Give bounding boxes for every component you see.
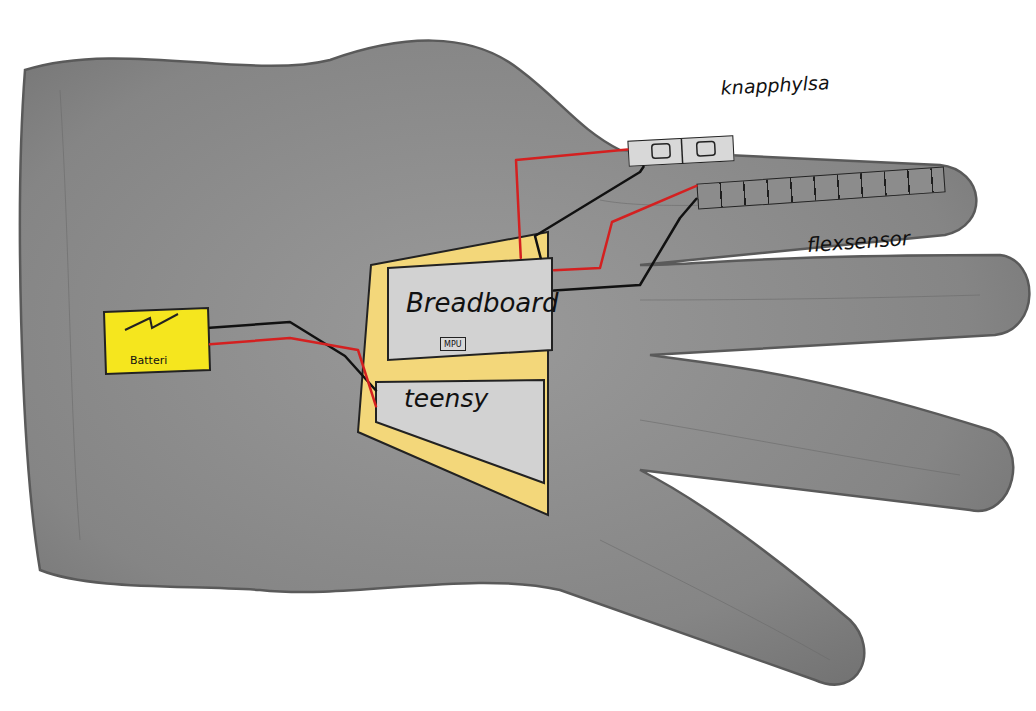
wire bbox=[554, 186, 696, 270]
node-label: Batteri bbox=[130, 354, 167, 367]
mpu-chip: MPU bbox=[440, 337, 466, 351]
glove-shape bbox=[20, 41, 1029, 685]
wire bbox=[535, 167, 644, 258]
wire bbox=[554, 199, 696, 291]
wire bbox=[210, 322, 376, 391]
flex-sensor: flexsensor bbox=[696, 166, 945, 209]
wire bbox=[516, 149, 627, 258]
node-label: flexsensor bbox=[806, 226, 911, 257]
teensy-box-shape bbox=[376, 380, 544, 483]
node-label: knapphylsa bbox=[720, 71, 830, 99]
wire bbox=[210, 338, 376, 406]
glove-sketch-lines bbox=[60, 90, 980, 660]
node-label: MPU bbox=[444, 340, 462, 349]
teensy-box: teensy bbox=[376, 380, 546, 485]
battery-box: Batteri bbox=[104, 308, 210, 374]
button-sleeve: knapphylsa bbox=[627, 135, 734, 167]
node-label: Breadboard bbox=[406, 288, 559, 318]
battery-box-shape bbox=[104, 308, 210, 374]
breadboard-box: BreadboardMPU bbox=[388, 258, 554, 360]
lightning-symbol bbox=[125, 314, 178, 330]
node-label: teensy bbox=[404, 384, 488, 413]
button-details bbox=[651, 137, 715, 165]
